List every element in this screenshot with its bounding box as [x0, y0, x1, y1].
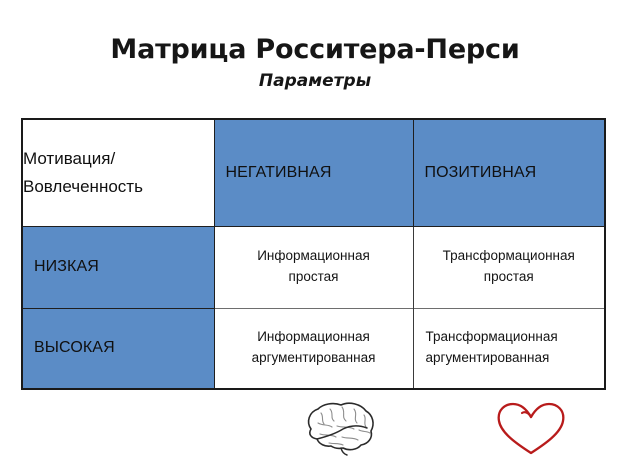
cell-low-positive-line-1: Трансформационная	[442, 248, 575, 264]
column-header-negative-label: НЕГАТИВНАЯ	[225, 163, 332, 181]
table-header-row: Мотивация/ Вовлеченность НЕГАТИВНАЯ ПОЗИ…	[22, 118, 606, 227]
rossiter-percy-matrix-table: Мотивация/ Вовлеченность НЕГАТИВНАЯ ПОЗИ…	[21, 118, 606, 390]
cell-high-positive-line-2: аргументированная	[425, 350, 550, 366]
row-header-high-label: ВЫСОКАЯ	[34, 339, 115, 357]
cell-low-negative-line-1: Информационная	[257, 248, 370, 264]
cell-low-positive: Трансформационная простая	[412, 226, 605, 308]
cell-low-negative: Информационная простая	[214, 226, 413, 308]
cell-low-negative-line-2: простая	[288, 269, 339, 284]
motivation-line-2: Вовлеченность	[23, 176, 143, 196]
page-title: Матрица Росситера-Перси	[110, 34, 520, 65]
page-subtitle: Параметры	[258, 71, 372, 92]
cell-high-positive: Трансформационная аргументированная	[412, 307, 605, 389]
row-header-high: ВЫСОКАЯ	[21, 307, 215, 390]
table-row: НИЗКАЯ Информационная простая Трансформа…	[21, 225, 605, 309]
row-header-low: НИЗКАЯ	[21, 225, 215, 309]
header-cell-motivation: Мотивация/ Вовлеченность	[22, 119, 215, 226]
cell-high-positive-line-1: Трансформационная	[425, 329, 558, 345]
table-row: ВЫСОКАЯ Информационная аргументированная…	[21, 307, 605, 390]
row-header-low-label: НИЗКАЯ	[34, 258, 99, 275]
cell-high-negative-line-1: Информационная	[257, 329, 370, 345]
cell-high-negative-line-2: аргументированная	[251, 350, 376, 366]
cell-high-negative: Информационная аргументированная	[214, 307, 413, 389]
column-header-positive-label: ПОЗИТИВНАЯ	[424, 163, 537, 181]
footer-icon-row	[21, 396, 606, 468]
heart-icon	[476, 396, 586, 462]
header-cell-positive: ПОЗИТИВНАЯ	[412, 118, 606, 227]
header-cell-negative: НЕГАТИВНАЯ	[213, 118, 414, 227]
motivation-line-1: Мотивация/	[23, 149, 116, 169]
cell-low-positive-line-2: простая	[483, 269, 534, 284]
brain-icon	[285, 396, 395, 462]
title-block: Матрица Росситера-Перси Параметры	[0, 34, 630, 92]
matrix-container: Мотивация/ Вовлеченность НЕГАТИВНАЯ ПОЗИ…	[21, 118, 606, 390]
